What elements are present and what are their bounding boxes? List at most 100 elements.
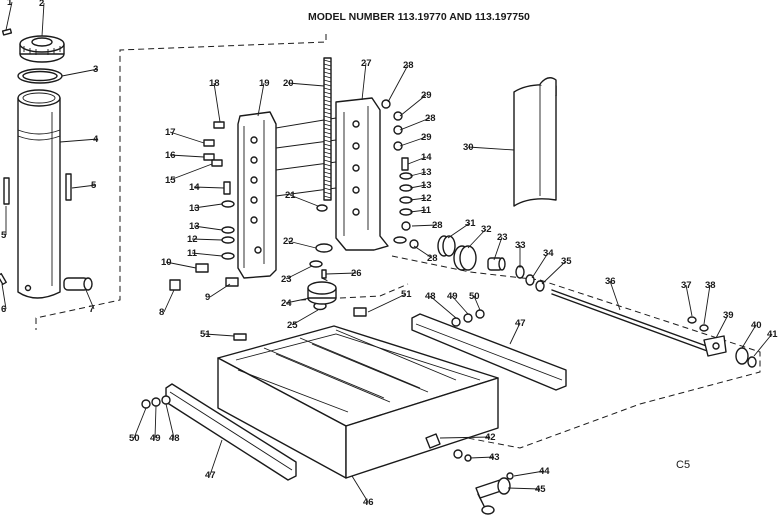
callout-number: 29 xyxy=(421,90,432,101)
callout-number: 19 xyxy=(259,78,270,89)
guard-part-30 xyxy=(513,77,557,207)
callout-number: 1 xyxy=(7,0,13,8)
callout-number: 17 xyxy=(165,127,176,138)
callout-leader xyxy=(387,64,409,103)
callout-leader xyxy=(191,238,223,241)
set-screw-part-1 xyxy=(1,28,13,36)
callout-number: 12 xyxy=(421,193,432,204)
crank-part-45 xyxy=(475,477,511,515)
callout-number: 23 xyxy=(497,232,508,243)
pin-part-26 xyxy=(321,269,327,279)
callout-leader xyxy=(409,209,427,213)
callout-number: 50 xyxy=(129,433,140,444)
washer-part-29 xyxy=(393,111,403,121)
callout-leader xyxy=(429,295,457,319)
carriage-right-part-27 xyxy=(335,97,389,251)
callout-number: 22 xyxy=(283,236,294,247)
callout-number: 49 xyxy=(447,291,458,302)
callout-number: 48 xyxy=(425,291,436,302)
callout-leader xyxy=(169,163,213,181)
callout-leader xyxy=(361,62,367,101)
callout-leader xyxy=(409,197,427,201)
hardware-cluster xyxy=(169,99,419,341)
callout-leader xyxy=(169,131,205,144)
callout-number: 44 xyxy=(539,466,550,477)
callout-leader xyxy=(439,436,491,439)
callout-leader xyxy=(399,117,431,131)
stub-part-7 xyxy=(63,277,93,291)
callout-leader xyxy=(399,94,427,117)
callout-leader xyxy=(257,82,265,117)
callout-leader xyxy=(193,203,223,209)
callout-number: 6 xyxy=(1,304,6,315)
bolt-part-14b xyxy=(401,157,409,171)
assembly-path-left xyxy=(35,34,327,330)
column-assembly xyxy=(0,28,93,299)
callout-leader xyxy=(469,456,495,459)
callout-leader xyxy=(213,82,221,123)
callout-number: 45 xyxy=(535,484,546,495)
callout-number: 28 xyxy=(425,113,436,124)
bushing-part-23 xyxy=(487,257,506,271)
callout-number: 39 xyxy=(723,310,734,321)
callout-number: 35 xyxy=(561,256,572,267)
bolt-part-14 xyxy=(223,181,231,195)
callout-number: 2 xyxy=(39,0,44,9)
callout-number: 28 xyxy=(427,253,438,264)
callout-leader xyxy=(325,272,357,275)
callout-number: 11 xyxy=(187,248,198,259)
callout-number: 5 xyxy=(1,230,7,241)
rail-part-47-right xyxy=(411,313,567,391)
callout-number: 48 xyxy=(169,433,180,444)
washer-part-12 xyxy=(221,236,235,244)
callout-leader xyxy=(193,186,225,189)
nut-part-11 xyxy=(221,252,235,260)
callout-leader xyxy=(59,138,99,143)
callout-leader xyxy=(409,171,427,177)
washers-48-50-right xyxy=(451,309,485,327)
callout-leader xyxy=(5,1,13,31)
callout-leader xyxy=(447,222,471,239)
callout-leader xyxy=(71,184,97,189)
callout-number: 25 xyxy=(287,320,298,331)
callout-number: 3 xyxy=(93,64,98,75)
washer-part-29b xyxy=(393,141,403,151)
bolt-part-16 xyxy=(203,153,215,161)
callout-number: 37 xyxy=(681,280,692,291)
diagram-code: C5 xyxy=(676,459,690,471)
callout-leader xyxy=(493,236,503,261)
callout-number: 18 xyxy=(209,78,220,89)
callout-leader xyxy=(413,245,433,259)
nut-part-41 xyxy=(747,356,757,368)
callout-leader xyxy=(367,293,407,313)
callout-leader xyxy=(753,333,773,357)
gear-part-24 xyxy=(307,281,337,305)
collar-part-40 xyxy=(735,347,749,365)
callout-leader xyxy=(715,314,729,339)
callout-leader xyxy=(154,405,157,439)
callout-number: 30 xyxy=(463,142,474,153)
callout-number: 51 xyxy=(401,289,412,300)
bolt-part-18 xyxy=(213,121,225,129)
callout-number: 38 xyxy=(705,280,716,291)
nut-part-22 xyxy=(315,243,333,253)
callout-number: 46 xyxy=(363,497,374,508)
callout-number: 32 xyxy=(481,224,492,235)
callout-leader xyxy=(61,68,99,77)
callout-leader xyxy=(473,295,481,311)
callout-number: 13 xyxy=(189,203,200,214)
nut-part-28b xyxy=(393,125,403,135)
callout-leader xyxy=(541,260,567,285)
callout-leader xyxy=(193,225,223,231)
callout-number: 14 xyxy=(189,182,200,193)
callout-number: 10 xyxy=(161,257,172,268)
bolt-part-10 xyxy=(195,263,209,273)
callout-leader xyxy=(609,280,621,311)
callout-leader xyxy=(133,407,147,439)
callout-leader xyxy=(1,283,7,310)
callout-leader xyxy=(165,403,175,439)
callout-number: 16 xyxy=(165,150,176,161)
callout-leader xyxy=(191,252,223,257)
callout-leader xyxy=(407,156,427,165)
